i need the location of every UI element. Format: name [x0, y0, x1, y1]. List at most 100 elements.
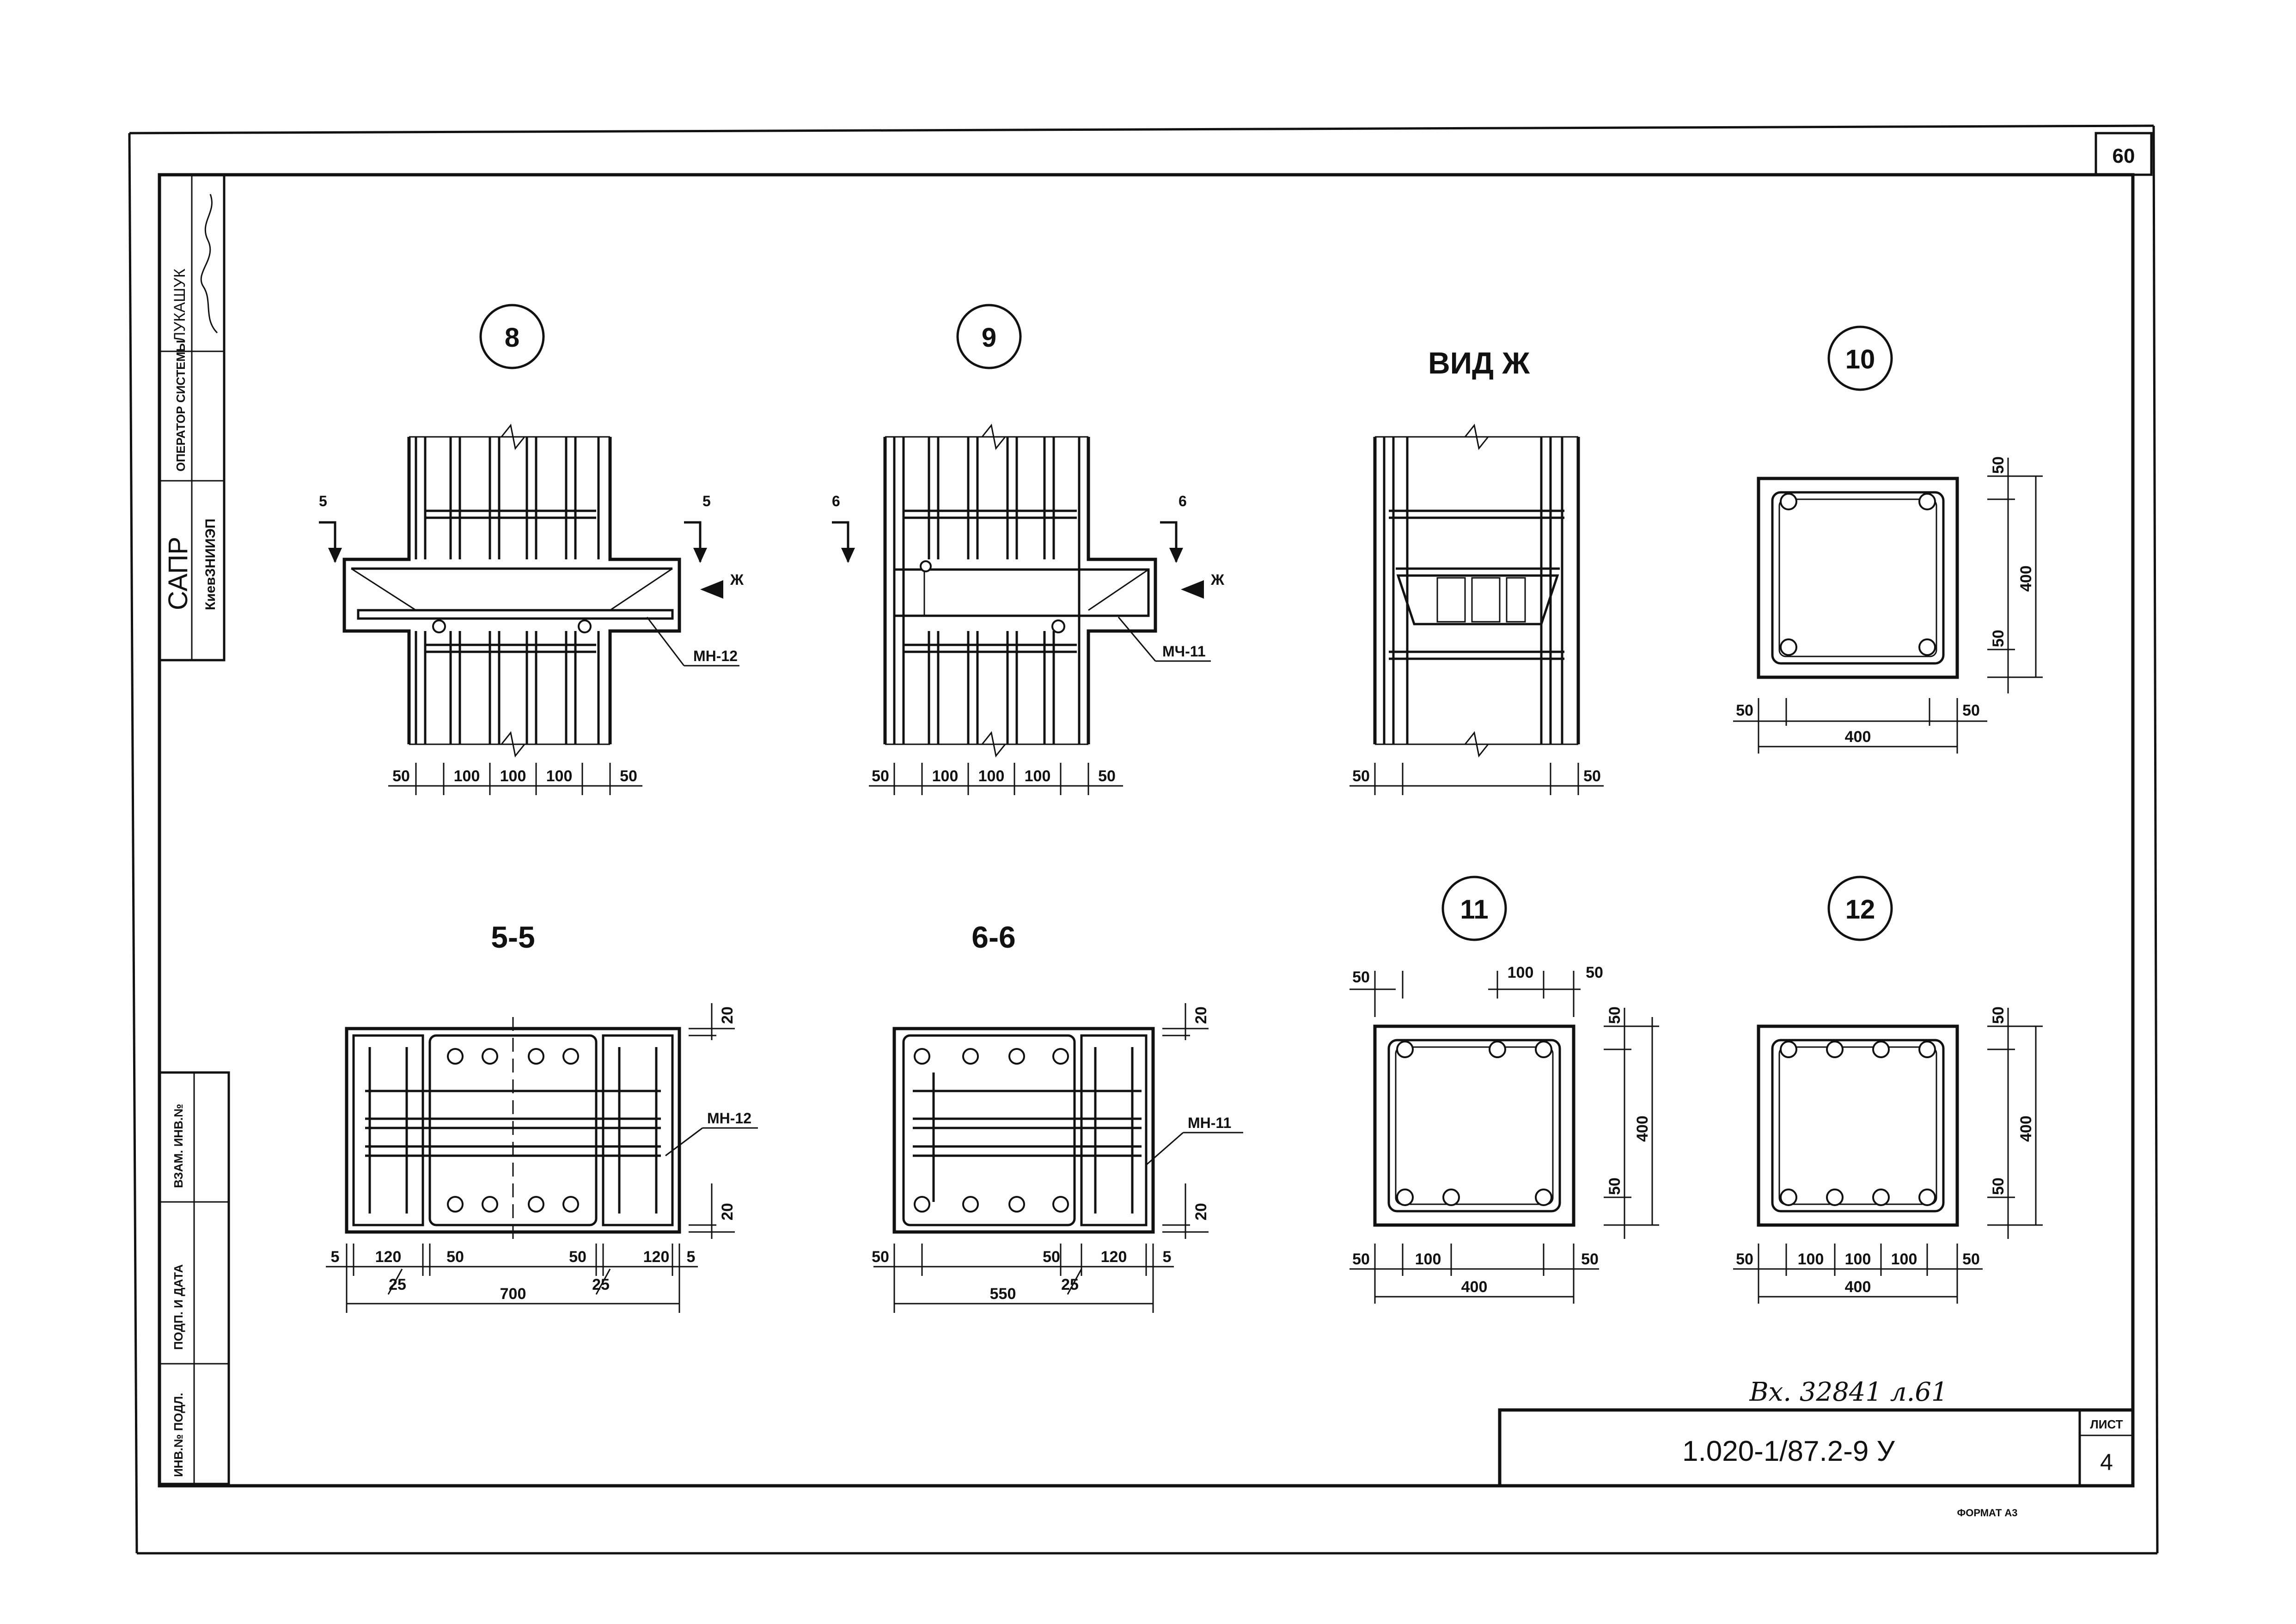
- view-12-dim: 100: [1845, 1250, 1871, 1268]
- view-8-dim: 50: [392, 767, 410, 785]
- section-5-5-dim: 120: [375, 1248, 402, 1266]
- view-11-dim: 50: [1606, 1006, 1624, 1024]
- view-11-dim: 50: [1586, 964, 1603, 981]
- handwritten-note: Вх. 32841 л.61: [1749, 1377, 1948, 1407]
- view-8-number: 8: [505, 323, 519, 353]
- view-8-dim: 100: [500, 767, 526, 785]
- view-8-section-mark-right: 5: [702, 493, 711, 509]
- view-12-number: 12: [1845, 895, 1875, 925]
- section-6-6-dim: 120: [1101, 1248, 1127, 1266]
- sheet-frame: [128, 124, 2159, 1555]
- stamp-operator-label: ОПЕРАТОР СИСТЕМЫ: [174, 340, 188, 472]
- view-11-dim: 100: [1508, 964, 1534, 981]
- view-11-dim: 50: [1352, 1250, 1370, 1268]
- section-6-6-dim: 550: [990, 1285, 1016, 1303]
- view-12: 12 50 400 50 50 100 100 100 50 400: [1733, 876, 2043, 1304]
- section-5-5-dim: 25: [389, 1276, 406, 1293]
- section-6-6-title: 6-6: [971, 920, 1015, 954]
- view-12-dim: 400: [2017, 1115, 2035, 1142]
- view-12-dim: 50: [1962, 1250, 1980, 1268]
- view-12-dim: 50: [1990, 1177, 2007, 1195]
- section-5-5-dim: 5: [687, 1248, 696, 1266]
- view-9-part-label: МЧ-11: [1162, 643, 1206, 660]
- view-10-dim: 400: [1845, 728, 1871, 746]
- view-9-section-mark-left: 6: [832, 493, 840, 509]
- view-8: 8: [319, 304, 744, 795]
- view-9-dim: 100: [978, 767, 1005, 785]
- view-8-dim: 100: [454, 767, 480, 785]
- section-5-5-dim: 25: [592, 1276, 610, 1293]
- view-8-bubble: [479, 304, 545, 369]
- section-6-6-dim: 50: [1043, 1248, 1060, 1266]
- view-zh-dim: 50: [1583, 767, 1601, 785]
- view-10-bubble: [1827, 325, 1893, 391]
- list-label: ЛИСТ: [2090, 1417, 2123, 1431]
- stamp-field-inv: ИНВ.№ ПОДЛ.: [171, 1393, 185, 1477]
- document-code: 1.020-1/87.2-9 У: [1682, 1435, 1895, 1467]
- view-11-dim: 50: [1352, 968, 1370, 986]
- view-zh: ВИД Ж 50 50: [1350, 346, 1604, 795]
- view-11: 11 50 100 50 50 400 50 50 100 5: [1350, 876, 1659, 1304]
- view-11-dim: 50: [1606, 1177, 1624, 1195]
- section-5-5: 5-5 МН-12 20 20: [326, 920, 758, 1313]
- title-block: [1498, 1408, 2135, 1488]
- section-5-5-dim: 50: [569, 1248, 586, 1266]
- view-8-dim: 50: [620, 767, 637, 785]
- view-10-number: 10: [1845, 344, 1875, 374]
- view-9-bubble: [956, 304, 1022, 369]
- section-6-6-dim: 20: [1192, 1006, 1210, 1024]
- view-10: 10 50 50 400 50 400 50: [1733, 325, 2043, 754]
- section-5-5-dim: 20: [719, 1203, 736, 1220]
- view-11-dim: 400: [1461, 1278, 1488, 1296]
- section-6-6-dim: 5: [1163, 1248, 1172, 1266]
- section-6-6-dim: 50: [872, 1248, 889, 1266]
- stamp-name: ЛУКАШУК: [171, 269, 189, 342]
- section-6-6-dim: 20: [1192, 1203, 1210, 1220]
- view-8-part-label: МН-12: [693, 648, 738, 664]
- view-zh-dim: 50: [1352, 767, 1370, 785]
- sheet-number-box: [2094, 132, 2153, 176]
- section-5-5-dim: 50: [446, 1248, 464, 1266]
- section-6-6-part-label: МН-11: [1188, 1115, 1231, 1131]
- view-11-dim: 400: [1634, 1115, 1651, 1142]
- stamp-field-vzam: ВЗАМ. ИНВ.№: [171, 1104, 185, 1188]
- section-5-5-dim: 20: [719, 1006, 736, 1024]
- view-10-dim: 50: [1990, 456, 2007, 474]
- view-12-dim: 100: [1798, 1250, 1824, 1268]
- section-5-5-part-label: МН-12: [707, 1110, 751, 1127]
- view-9-section-mark-right: 6: [1179, 493, 1187, 509]
- view-8-dim: 100: [546, 767, 573, 785]
- view-9-view-mark: Ж: [1210, 571, 1225, 588]
- section-6-6-dim: 25: [1061, 1276, 1079, 1293]
- view-11-bubble: [1441, 876, 1507, 941]
- view-8-view-mark: Ж: [730, 571, 744, 588]
- view-10-dim: 50: [1736, 702, 1753, 719]
- view-9: 9 6 6 Ж: [832, 304, 1225, 795]
- view-8-section-mark-left: 5: [319, 493, 327, 509]
- list-number: 4: [2100, 1449, 2113, 1475]
- stamp-field-podp: ПОДП. И ДАТА: [171, 1264, 185, 1350]
- view-9-dim: 100: [932, 767, 959, 785]
- section-6-6: 6-6 МН-11 20 20: [872, 920, 1243, 1313]
- view-9-number: 9: [982, 323, 996, 353]
- view-12-bubble: [1827, 876, 1893, 941]
- sheet-number: 60: [2113, 145, 2135, 167]
- view-11-dim: 50: [1581, 1250, 1599, 1268]
- view-11-number: 11: [1460, 895, 1488, 925]
- stamp-org: САПР: [163, 537, 193, 610]
- view-zh-title: ВИД Ж: [1428, 346, 1530, 380]
- side-stamp: [158, 173, 230, 1485]
- view-9-dim: 50: [1098, 767, 1116, 785]
- stamp-org-sub: КиевЗНИИЭП: [203, 519, 218, 610]
- view-10-dim: 400: [2017, 565, 2035, 592]
- handwritten-signature: [200, 194, 218, 334]
- format-label: ФОРМАТ А3: [1957, 1507, 2017, 1519]
- section-5-5-dim: 120: [643, 1248, 670, 1266]
- view-9-dim: 50: [872, 767, 889, 785]
- view-11-dim: 100: [1415, 1250, 1441, 1268]
- view-12-dim: 50: [1990, 1006, 2007, 1024]
- view-12-dim: 400: [1845, 1278, 1871, 1296]
- view-10-dim: 50: [1962, 702, 1980, 719]
- section-5-5-dim: 5: [331, 1248, 340, 1266]
